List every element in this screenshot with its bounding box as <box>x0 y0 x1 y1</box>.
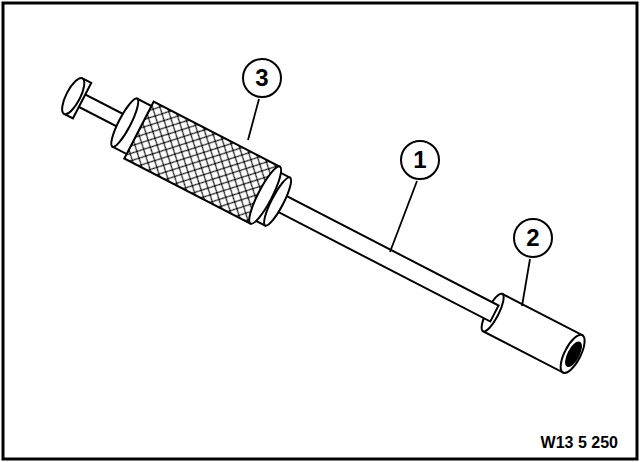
leader-line <box>522 259 530 306</box>
figure-frame <box>3 3 637 459</box>
callout-number: 1 <box>413 148 426 172</box>
leader-line <box>248 99 259 140</box>
callout-number: 3 <box>255 66 268 90</box>
leader-line <box>390 181 417 252</box>
callout-circle: 1 <box>400 140 440 180</box>
callout-circle: 3 <box>242 58 282 98</box>
weight-end <box>244 164 286 227</box>
leader-lines <box>248 99 530 306</box>
guide-rod <box>271 192 499 321</box>
callout-number: 2 <box>526 226 539 250</box>
figure-number: W13 5 250 <box>541 434 618 452</box>
end-knob-face <box>58 75 89 117</box>
weight-flange-face <box>107 96 142 149</box>
adapter-opening <box>556 332 589 377</box>
slide-hammer <box>52 64 594 386</box>
adapter-bore <box>563 340 584 368</box>
callout-circle: 2 <box>513 218 553 258</box>
